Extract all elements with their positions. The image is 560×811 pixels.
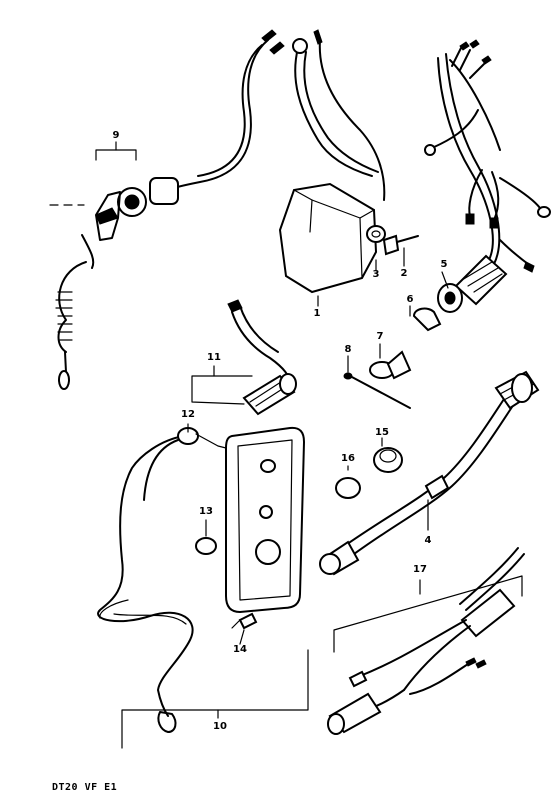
- part-label-16: 16: [341, 453, 355, 464]
- cable-assembly: [319, 370, 540, 576]
- electrical-box-assembly: [278, 29, 419, 294]
- part-label-10: 10: [213, 721, 227, 732]
- wiring-assembly-17: [327, 547, 525, 735]
- model-code: DT20 VF E1: [52, 782, 118, 793]
- plate-assembly: [97, 426, 306, 733]
- part-label-17: 17: [413, 564, 427, 575]
- part-label-8: 8: [344, 344, 352, 355]
- part-label-13: 13: [199, 506, 213, 517]
- small-parts-6-7-8: [343, 307, 442, 409]
- switch-assembly-11: [227, 299, 297, 416]
- part-label-3: 3: [372, 269, 380, 280]
- part-label-7: 7: [376, 331, 384, 342]
- part-label-5: 5: [440, 259, 448, 270]
- part-label-6: 6: [406, 294, 414, 305]
- part-label-11: 11: [207, 352, 221, 363]
- part-label-15: 15: [375, 427, 389, 438]
- key-switch-assembly: [49, 29, 285, 390]
- caps-15-16: [335, 447, 403, 499]
- part-label-12: 12: [181, 409, 195, 420]
- wire-harness-assembly: [424, 39, 551, 313]
- part-label-14: 14: [233, 644, 247, 655]
- part-label-1: 1: [313, 308, 321, 319]
- part-label-4: 4: [424, 535, 432, 546]
- leader-lines: [95, 141, 523, 749]
- part-label-2: 2: [400, 268, 408, 279]
- part-label-9: 9: [112, 130, 120, 141]
